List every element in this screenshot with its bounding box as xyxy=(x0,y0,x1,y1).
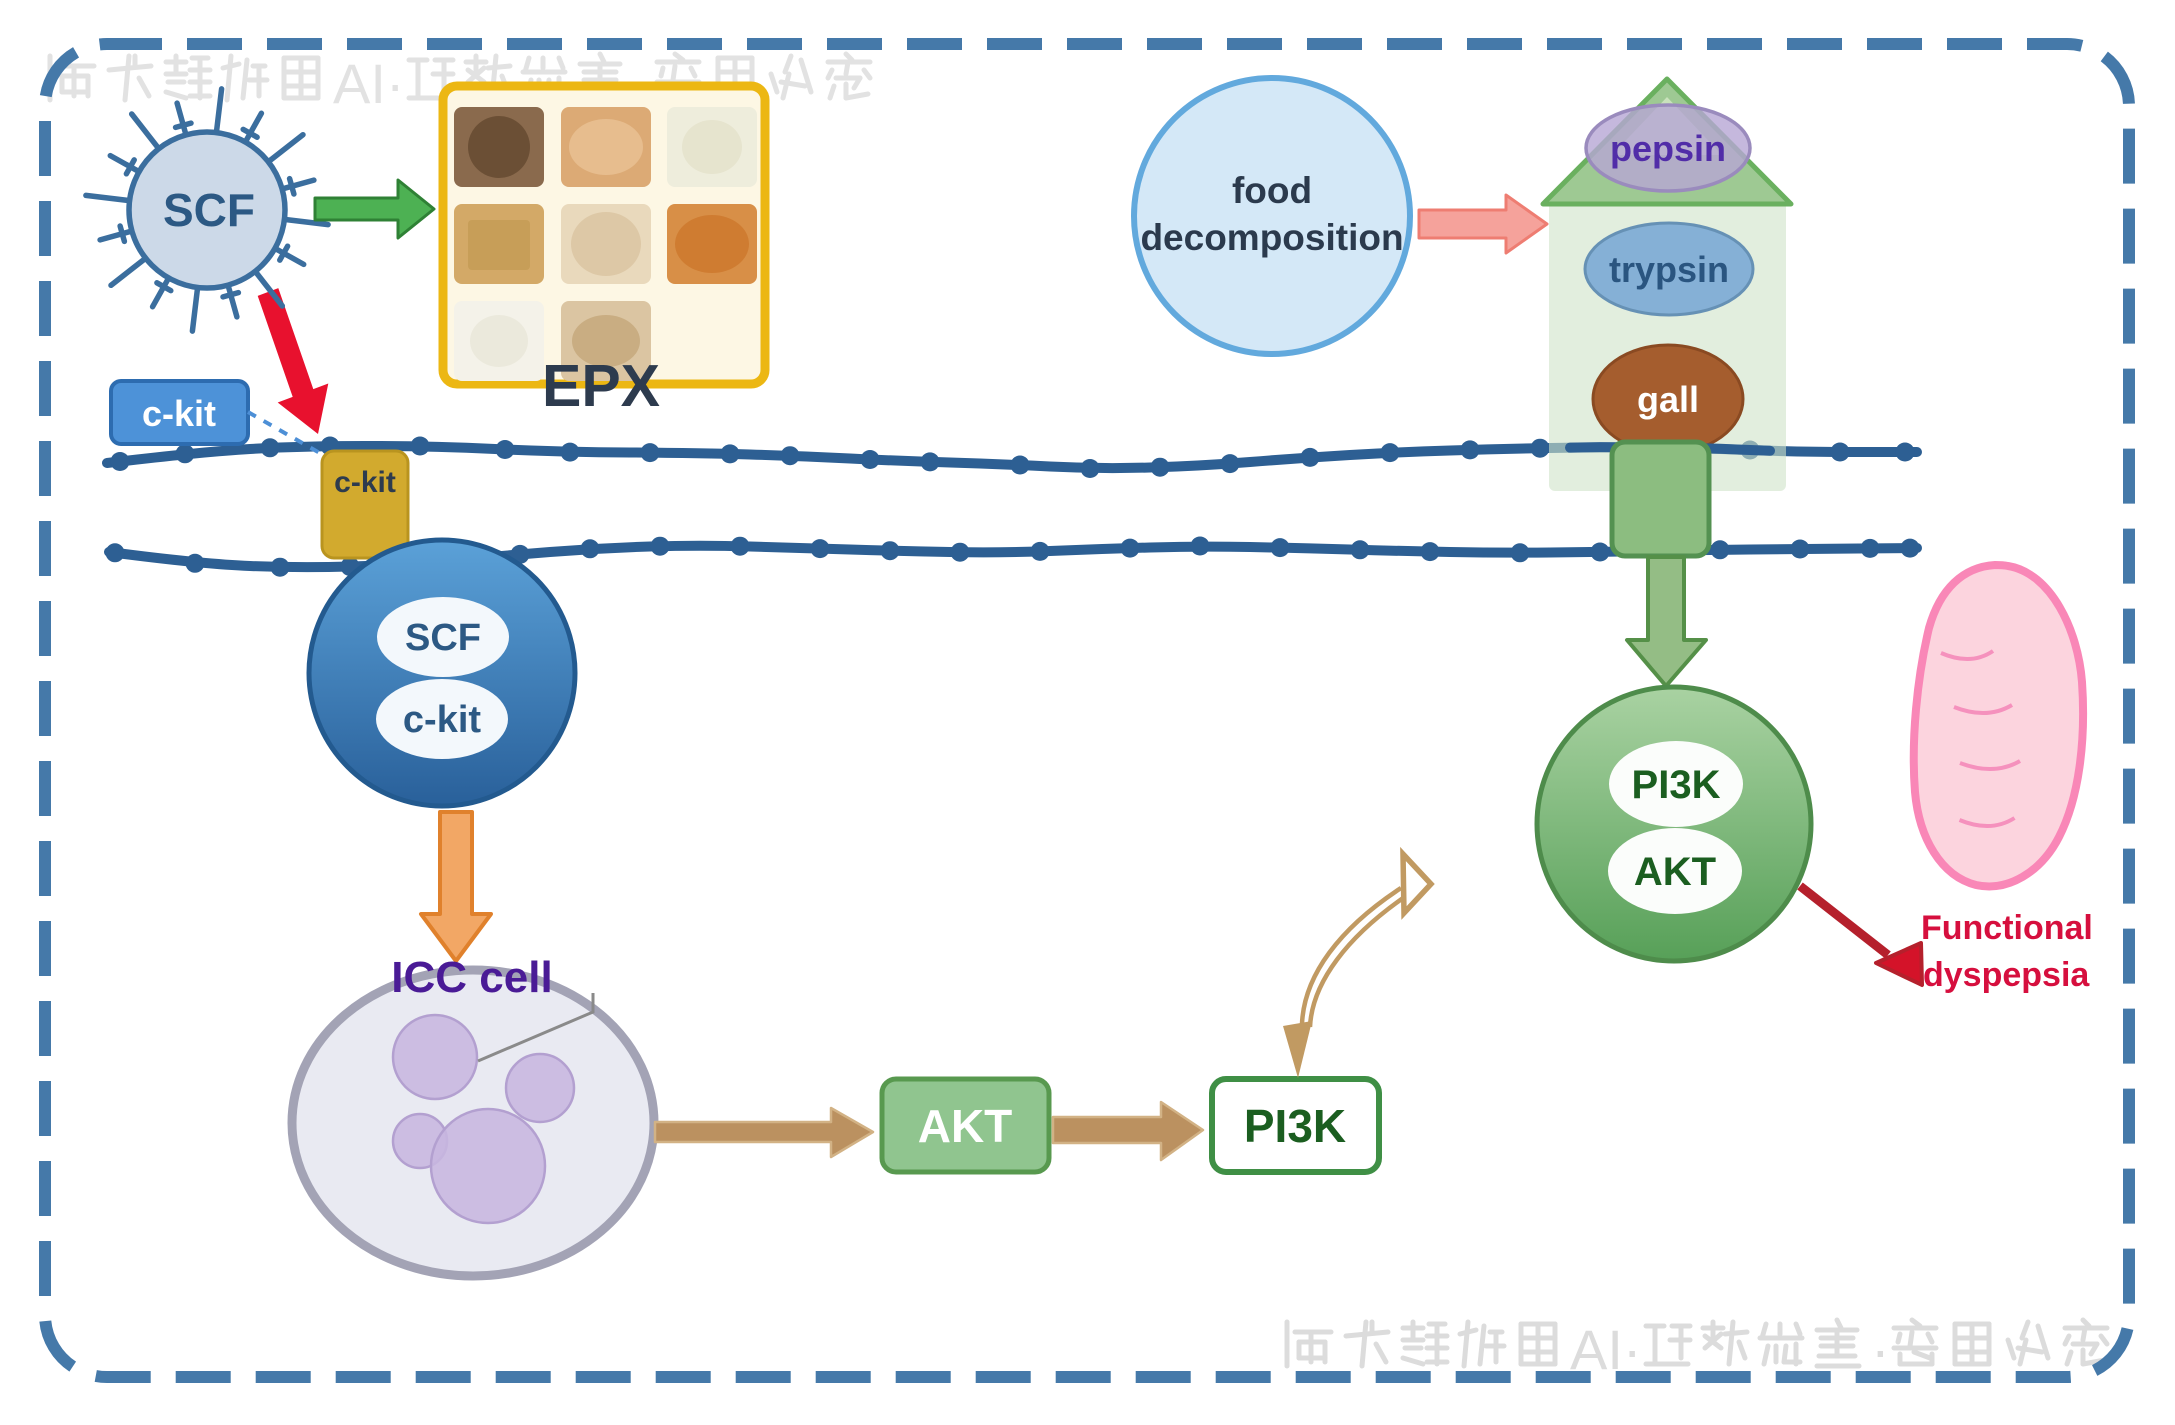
svg-text:·: · xyxy=(1871,1318,1890,1381)
svg-text:AI·: AI· xyxy=(333,52,405,115)
svg-text:dyspepsia: dyspepsia xyxy=(1923,956,2090,994)
svg-text:SCF: SCF xyxy=(405,617,481,659)
svg-text:SCF: SCF xyxy=(163,184,255,236)
svg-text:EPX: EPX xyxy=(542,353,660,419)
svg-text:trypsin: trypsin xyxy=(1609,249,1729,290)
svg-text:PI3K: PI3K xyxy=(1244,1100,1346,1152)
svg-text:c-kit: c-kit xyxy=(142,393,216,434)
svg-text:AKT: AKT xyxy=(918,1100,1013,1152)
svg-text:pepsin: pepsin xyxy=(1610,128,1726,169)
svg-text:c-kit: c-kit xyxy=(403,699,481,741)
svg-text:ICC cell: ICC cell xyxy=(391,953,552,1002)
svg-text:AKT: AKT xyxy=(1634,850,1716,894)
svg-text:decomposition: decomposition xyxy=(1140,217,1403,258)
svg-text:AI·: AI· xyxy=(1570,1318,1642,1381)
svg-text:food: food xyxy=(1232,170,1312,211)
svg-text:Functional: Functional xyxy=(1921,909,2093,947)
svg-text:gall: gall xyxy=(1637,379,1699,420)
svg-text:PI3K: PI3K xyxy=(1632,763,1721,807)
svg-text:c-kit: c-kit xyxy=(334,466,396,499)
